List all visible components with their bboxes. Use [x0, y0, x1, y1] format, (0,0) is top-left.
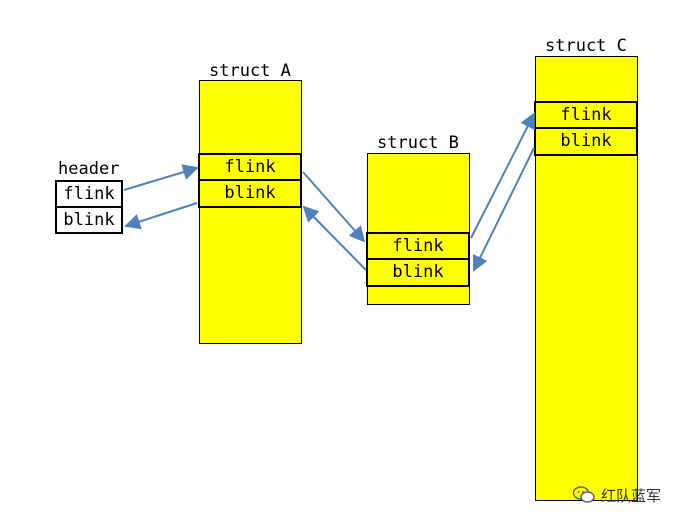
struct-b-flink-field: flink: [366, 232, 470, 260]
struct-b-title: struct B: [377, 133, 459, 153]
struct-c-blink-field: blink: [534, 127, 638, 156]
arrow-a-flink-to-b: [302, 171, 366, 243]
wechat-icon: [572, 486, 595, 504]
arrow-b-flink-to-c: [470, 112, 535, 239]
struct-b-blink-field: blink: [366, 258, 470, 287]
struct-a-title: struct A: [209, 61, 291, 81]
arrow-c-blink-to-b: [472, 147, 535, 272]
arrow-header-flink-to-a: [123, 164, 199, 191]
struct-a-box: [199, 80, 302, 344]
struct-a-flink-field: flink: [198, 153, 302, 181]
struct-c-title: struct C: [545, 36, 627, 56]
arrow-b-blink-to-a: [302, 205, 367, 271]
arrow-a-blink-to-header: [124, 202, 198, 230]
header-title: header: [58, 159, 120, 179]
struct-a-blink-field: blink: [198, 179, 302, 208]
watermark: 红队蓝军: [572, 484, 662, 506]
header-blink-field: blink: [55, 206, 123, 234]
watermark-text: 红队蓝军: [601, 486, 662, 505]
